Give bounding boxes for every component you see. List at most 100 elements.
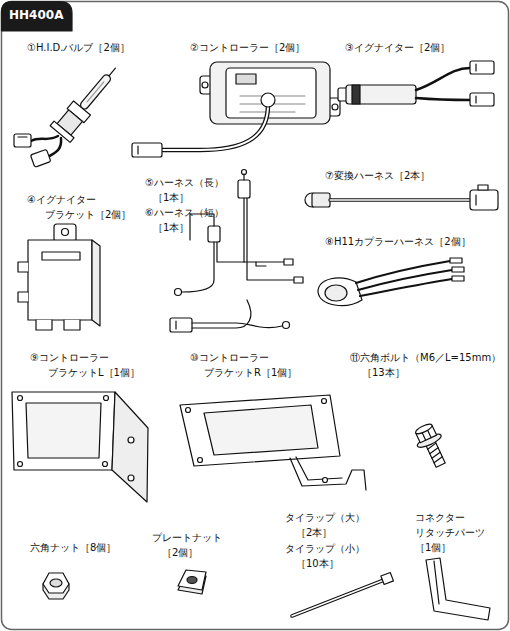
controller-illustration	[132, 143, 162, 157]
tie-wrap-illustration	[292, 580, 384, 616]
controller-bracket-l-illustration	[18, 396, 23, 401]
part-label: ⑦変換ハーネス［2本］	[325, 168, 430, 183]
tie-wrap-illustration	[381, 572, 394, 584]
controller-bracket-l-illustration	[18, 462, 23, 467]
hid-bulb-illustration	[18, 136, 27, 137]
conversion-harness-illustration	[330, 199, 470, 200]
controller-bracket-l-illustration	[128, 475, 134, 481]
controller-illustration	[202, 82, 208, 88]
igniter-illustration	[470, 93, 494, 106]
controller-bracket-l-illustration	[12, 392, 148, 502]
controller-illustration	[210, 62, 330, 124]
hid-bulb-illustration	[30, 149, 50, 167]
controller-illustration	[332, 104, 338, 110]
controller-bracket-r-illustration	[186, 408, 191, 413]
controller-bracket-r-illustration	[323, 478, 328, 483]
igniter-illustration	[475, 96, 476, 103]
part-label: ④イグナイター ブラケット［2個］	[27, 192, 145, 222]
connector-tool-illustration	[434, 561, 439, 604]
hex-bolt-illustration	[411, 421, 453, 471]
igniter-bracket-illustration	[62, 229, 69, 236]
igniter-illustration	[352, 85, 360, 104]
wiring-harness-illustration	[247, 198, 294, 280]
plate-nut-illustration	[178, 570, 206, 594]
wiring-harness-illustration	[175, 289, 182, 296]
wiring-harness-illustration	[284, 259, 293, 265]
igniter-bracket-illustration	[54, 224, 76, 242]
controller-bracket-r-illustration	[290, 458, 366, 490]
wiring-harness-illustration	[294, 277, 303, 283]
hex-nut-illustration	[43, 573, 69, 599]
tie-wrap-illustration	[292, 572, 393, 616]
h11-coupler-illustration	[452, 267, 464, 272]
igniter-illustration	[475, 64, 476, 71]
hex-nut-illustration	[43, 573, 69, 593]
h11-coupler-illustration	[318, 278, 362, 306]
hex-bolt-illustration	[433, 457, 443, 463]
conversion-harness-illustration	[470, 190, 498, 210]
plate-nut-illustration	[187, 577, 197, 584]
controller-bracket-l-illustration	[103, 462, 108, 467]
controller-bracket-r-illustration	[198, 458, 203, 463]
connector-tool-illustration	[426, 558, 490, 620]
hid-bulb-illustration	[87, 82, 104, 102]
controller-illustration	[236, 74, 256, 84]
plate-nut-illustration	[178, 570, 206, 590]
hex-bolt-illustration	[431, 452, 441, 458]
part-label: ⑪六角ボルト（M6／L=15mm） ［13本］	[350, 350, 510, 380]
sheet-frame	[2, 2, 73, 32]
igniter-illustration	[470, 61, 494, 74]
conversion-harness-illustration	[475, 195, 476, 205]
controller-illustration	[137, 146, 138, 154]
controller-illustration	[162, 105, 268, 150]
igniter-illustration	[346, 85, 416, 104]
igniter-bracket-illustration	[42, 252, 80, 260]
wiring-harness-illustration	[175, 321, 176, 329]
conversion-harness-illustration	[330, 198, 470, 202]
part-label: ③イグナイター［2個］	[345, 40, 450, 55]
igniter-bracket-illustration	[64, 320, 80, 330]
wiring-harness-illustration	[182, 242, 214, 292]
hex-bolt-illustration	[429, 448, 439, 454]
hid-bulb-illustration	[48, 138, 61, 157]
controller-illustration	[261, 93, 275, 107]
controller-bracket-r-illustration	[180, 395, 340, 466]
h11-coupler-illustration	[318, 258, 464, 306]
hex-bolt-illustration	[414, 422, 433, 435]
wiring-harness-illustration	[238, 180, 250, 198]
wiring-harness-illustration	[170, 170, 303, 333]
controller-illustration	[162, 105, 268, 150]
wiring-harness-illustration	[283, 322, 290, 329]
controller-bracket-l-illustration	[12, 392, 115, 470]
controller-bracket-l-illustration	[104, 396, 109, 401]
connector-tool-illustration	[426, 558, 490, 620]
part-label: 六角ナット［8個］	[30, 540, 116, 555]
hid-bulb-illustration	[79, 73, 112, 110]
igniter-bracket-illustration	[18, 262, 28, 272]
igniter-bracket-illustration	[92, 240, 100, 326]
igniter-bracket-illustration	[36, 320, 52, 330]
part-label: タイラップ（大） ［2本］	[285, 510, 391, 540]
part-label: ⑧H11カプラーハーネス［2個］	[325, 234, 471, 249]
wiring-harness-illustration	[242, 170, 247, 175]
h11-coupler-illustration	[325, 285, 347, 301]
conversion-harness-illustration	[305, 185, 498, 210]
igniter-illustration	[338, 61, 494, 106]
h11-coupler-illustration	[360, 279, 452, 296]
hex-nut-illustration	[50, 579, 62, 587]
wiring-harness-illustration	[208, 226, 220, 242]
hid-bulb-illustration	[50, 60, 125, 143]
h11-coupler-illustration	[450, 258, 462, 263]
hid-bulb-illustration	[14, 134, 31, 147]
wiring-harness-illustration	[217, 242, 244, 262]
wiring-harness-illustration	[170, 318, 192, 332]
controller-bracket-l-illustration	[112, 392, 148, 502]
part-label: ⑩コントローラー ブラケットR［1個］	[190, 350, 314, 380]
diagram-title: HH400A	[9, 8, 63, 22]
controller-bracket-r-illustration	[180, 395, 366, 490]
hid-bulb-illustration	[14, 60, 125, 168]
conversion-harness-illustration	[478, 185, 488, 190]
